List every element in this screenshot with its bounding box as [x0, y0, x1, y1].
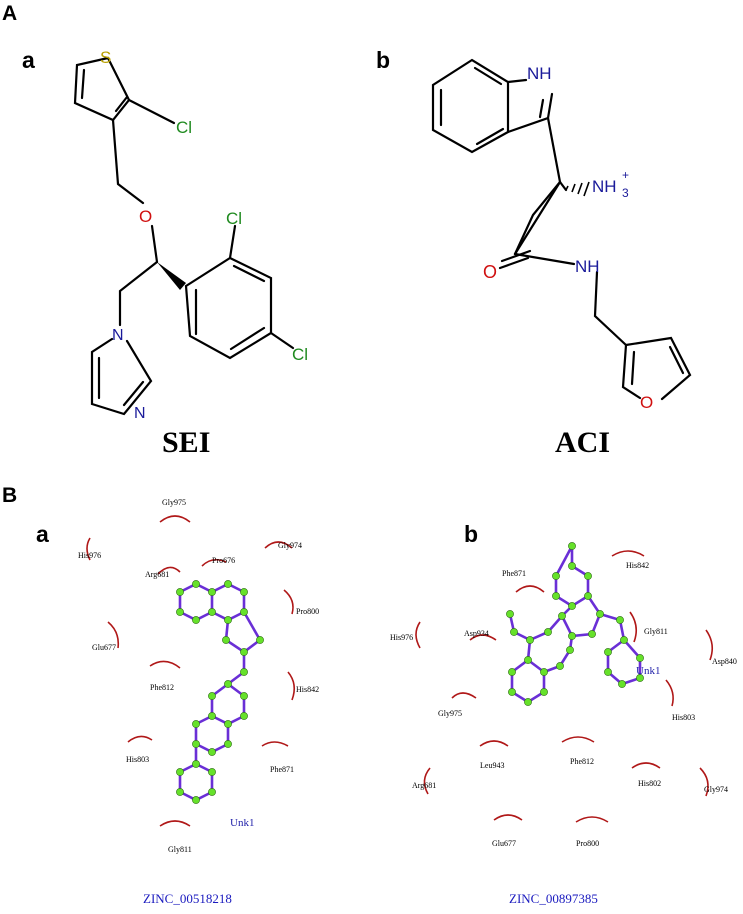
ba-residue-pro800: Pro800 — [296, 607, 319, 616]
bb-residue-gly975: Gly975 — [438, 709, 462, 718]
sei-atom-cl-ortho: Cl — [226, 209, 242, 228]
ba-residue-glu677: Glu677 — [92, 643, 116, 652]
panel-b-letter: B — [2, 484, 17, 507]
sei-atom-n1: N — [112, 327, 124, 344]
ba-residue-gly811: Gly811 — [168, 845, 192, 854]
ba-residue-arg681: Arg681 — [145, 570, 169, 579]
bb-ligand-label: Unk1 — [636, 665, 660, 677]
panel-a-letter: A — [2, 2, 17, 25]
aci-atom-nh-indole: NH — [527, 64, 552, 83]
ba-residue-pro676: Pro676 — [212, 556, 235, 565]
panel-a-sub-b-letter: b — [376, 47, 390, 73]
sei-name: SEI — [162, 426, 210, 459]
ba-residue-labels: Gly975 His976 Arg681 Pro676 Gly974 Pro80… — [78, 498, 319, 854]
bb-contact-arcs — [415, 550, 714, 823]
panel-a-sub-a-letter: a — [22, 47, 35, 73]
bb-residue-phe812: Phe812 — [570, 757, 594, 766]
aci-atom-o-carbonyl: O — [483, 262, 497, 282]
ba-residue-gly974: Gly974 — [278, 541, 302, 550]
aci-atom-nh3-sub: 3 — [622, 186, 629, 200]
panel-b-sub-a-letter: a — [36, 521, 49, 547]
sei-atom-cl-thiophene: Cl — [176, 118, 192, 137]
ba-residue-gly975: Gly975 — [162, 498, 186, 507]
sei-atom-s: S — [100, 48, 111, 67]
sei-atom-o: O — [139, 207, 152, 226]
panel-b-sub-b-letter: b — [464, 521, 478, 547]
bb-residue-leu943: Leu943 — [480, 761, 504, 770]
ba-ligand-label: Unk1 — [230, 817, 254, 829]
sei-atom-n2: N — [134, 405, 146, 422]
bb-residue-gly974: Gly974 — [704, 785, 728, 794]
bb-residue-phe871: Phe871 — [502, 569, 526, 578]
ba-residue-his803: His803 — [126, 755, 149, 764]
bb-residue-asp934: Asp934 — [464, 629, 489, 638]
aci-atom-nh3: NH — [592, 177, 617, 196]
bb-residue-his803: His803 — [672, 713, 695, 722]
ba-contact-arcs — [86, 515, 296, 827]
ba-residue-phe812: Phe812 — [150, 683, 174, 692]
sei-structure: S Cl O Cl Cl N N — [73, 48, 308, 422]
aci-atom-o-furan: O — [640, 393, 653, 412]
bb-residue-labels: Phe871 His842 Gly811 His976 Asp934 Asp84… — [390, 561, 737, 848]
bb-residue-pro800: Pro800 — [576, 839, 599, 848]
aci-atom-nh3-charge: + — [622, 168, 629, 182]
aci-structure: NH NH 3 + O NH O — [431, 58, 692, 412]
aci-name: ACI — [555, 426, 610, 459]
bb-residue-arg681: Arg681 — [412, 781, 436, 790]
bb-residue-asp840: Asp840 — [712, 657, 737, 666]
bb-zinc-id: ZINC_00897385 — [509, 891, 598, 906]
bb-residue-his802: His802 — [638, 779, 661, 788]
ba-ligand — [176, 580, 264, 804]
bb-residue-gly811: Gly811 — [644, 627, 668, 636]
aci-atom-nh-amide: NH — [575, 257, 600, 276]
ba-residue-phe871: Phe871 — [270, 765, 294, 774]
sei-atom-cl-para: Cl — [292, 345, 308, 364]
ba-residue-his976: His976 — [78, 551, 101, 560]
bb-residue-his842: His842 — [626, 561, 649, 570]
ba-zinc-id: ZINC_00518218 — [143, 891, 232, 906]
ba-residue-his842: His842 — [296, 685, 319, 694]
bb-residue-his976: His976 — [390, 633, 413, 642]
bb-ligand — [506, 542, 644, 706]
bb-residue-glu677: Glu677 — [492, 839, 516, 848]
